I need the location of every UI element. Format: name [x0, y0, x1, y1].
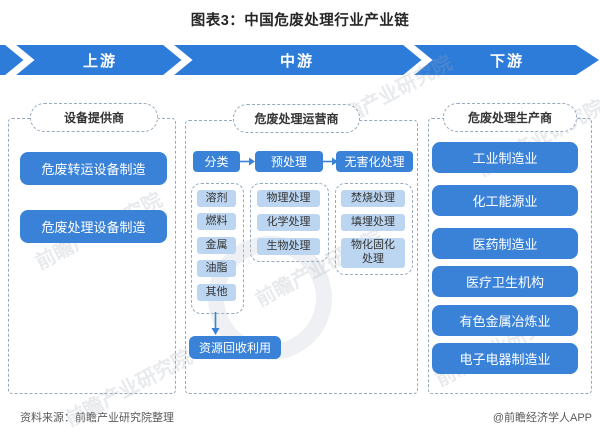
harmless-item: 物化固化处理 [341, 238, 405, 268]
harmless-item: 填埋处理 [341, 214, 405, 231]
classify-group-box [191, 183, 244, 314]
pretreatment-item: 生物处理 [257, 238, 320, 255]
stage-label-midstream: 中游 [279, 52, 314, 70]
classify-item: 燃料 [197, 213, 236, 230]
process-step-pretreatment: 预处理 [255, 151, 323, 172]
classify-item: 油脂 [197, 260, 236, 277]
classify-item: 溶剂 [197, 190, 236, 207]
credit-note: @前瞻经济学人APP [492, 412, 592, 424]
upstream-header: 设备提供商 [30, 103, 158, 132]
downstream-item: 化工能源业 [432, 185, 578, 216]
stage-arrow-banner [0, 45, 599, 75]
upstream-item: 危废转运设备制造 [20, 152, 167, 185]
harmless-item: 焚烧处理 [341, 190, 405, 207]
downstream-item: 电子电器制造业 [432, 343, 578, 374]
classify-item: 其他 [197, 284, 236, 301]
downstream-item: 有色金属冶炼业 [432, 305, 578, 336]
harmless-group-box [335, 183, 413, 275]
pretreatment-item: 物理处理 [257, 190, 320, 207]
arrow-right-icon [322, 157, 338, 166]
classify-item: 金属 [197, 237, 236, 254]
downstream-header: 危废处理生产商 [443, 103, 577, 132]
stage-label-downstream: 下游 [489, 52, 524, 70]
page-title: 图表3：中国危废处理行业产业链 [190, 13, 410, 29]
midstream-header: 危废处理运营商 [233, 104, 360, 133]
process-step-classify: 分类 [193, 151, 240, 172]
downstream-item: 医疗卫生机构 [432, 266, 578, 297]
downstream-item: 工业制造业 [432, 142, 578, 173]
arrow-down-icon [211, 312, 220, 335]
upstream-item: 危废处理设备制造 [20, 210, 167, 243]
downstream-item: 医药制造业 [432, 228, 578, 259]
arrow-right-icon [239, 157, 255, 166]
source-note: 资料来源：前瞻产业研究院整理 [20, 412, 174, 424]
pretreatment-item: 化学处理 [257, 214, 320, 231]
pretreatment-group-box [250, 183, 329, 262]
recycle-button: 资源回收利用 [189, 336, 281, 359]
process-step-harmless: 无害化处理 [336, 151, 413, 172]
stage-label-upstream: 上游 [82, 52, 117, 70]
